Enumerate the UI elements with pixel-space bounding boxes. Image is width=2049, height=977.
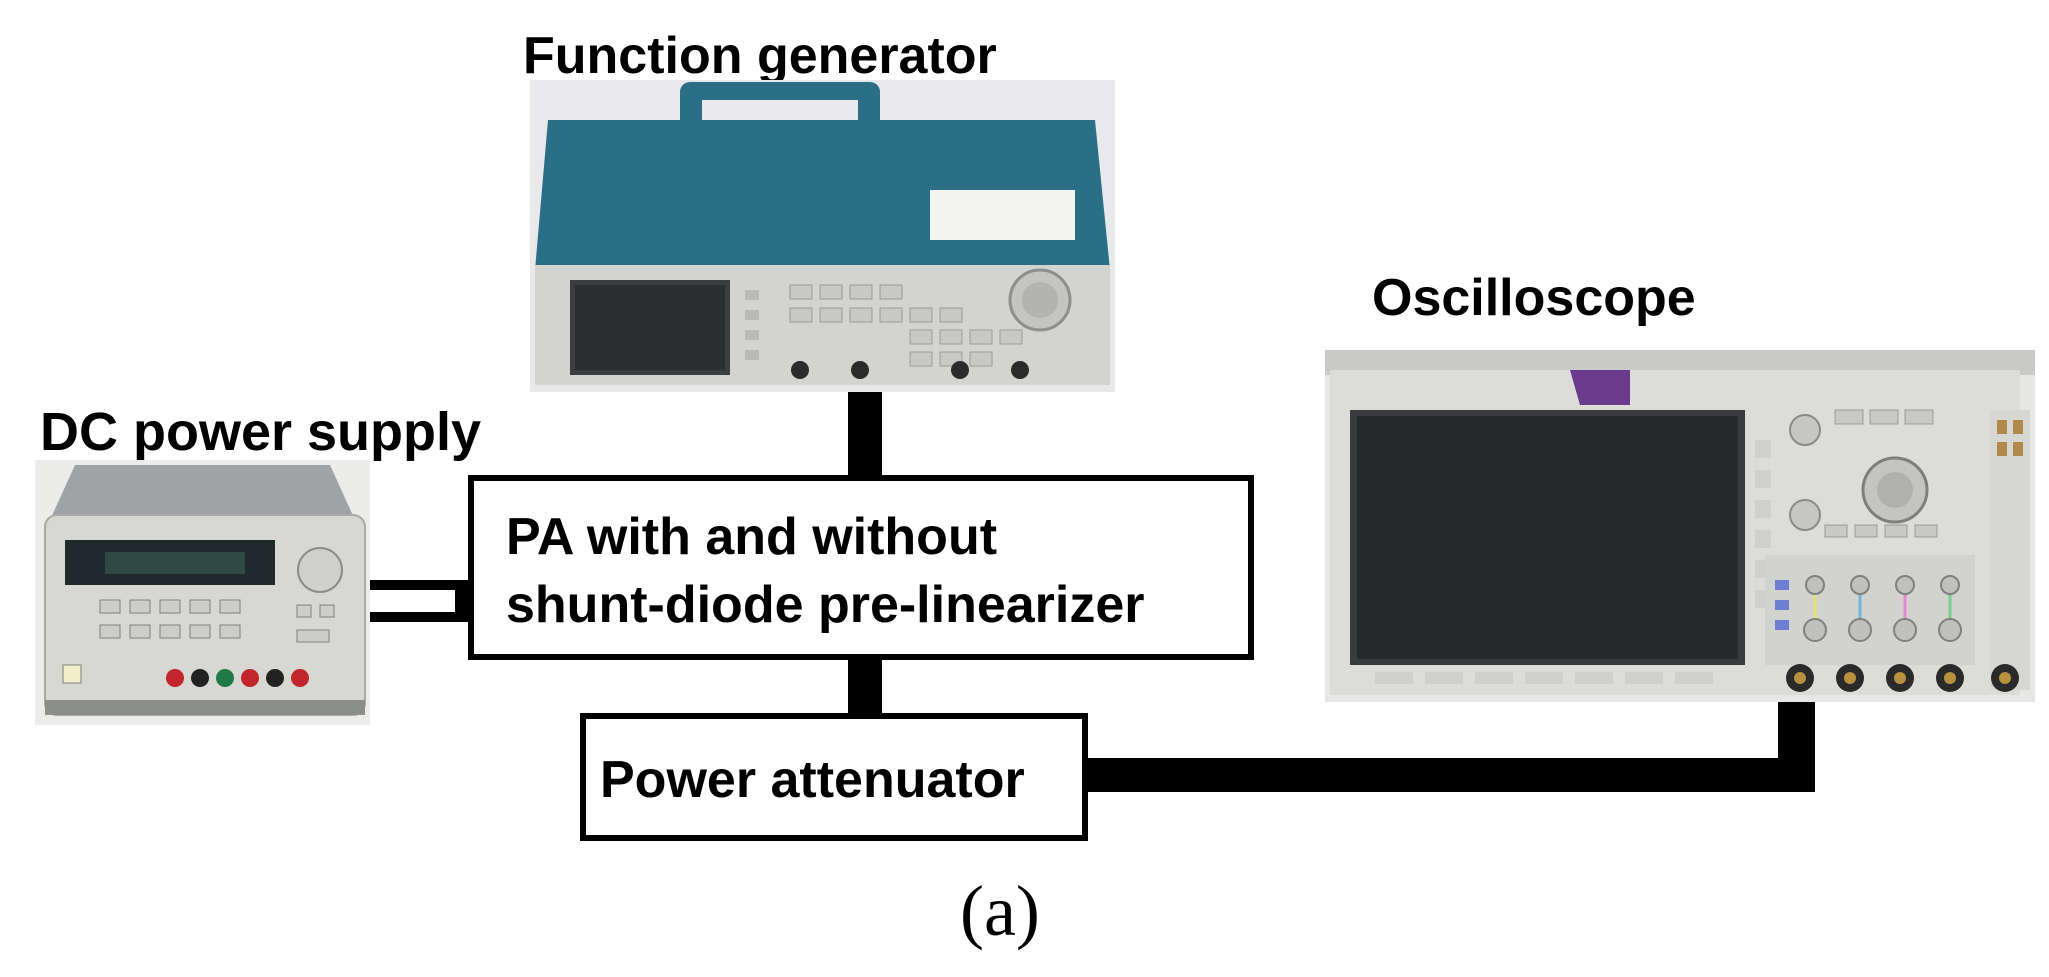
dc-cable-top-line	[365, 580, 470, 590]
dc-cable-bottom-line	[365, 612, 470, 622]
oscilloscope-photo	[1325, 350, 2035, 702]
dc-power-supply-photo	[35, 460, 370, 725]
fg-to-pa-line	[848, 380, 882, 480]
oscilloscope-label: Oscilloscope	[1372, 269, 1696, 327]
pa-box: PA with and without shunt-diode pre-line…	[468, 475, 1254, 660]
pa-to-attenuator-line	[848, 655, 882, 720]
power-attenuator-box: Power attenuator	[580, 713, 1088, 841]
power-attenuator-label: Power attenuator	[600, 751, 1025, 809]
pa-box-line2: shunt-diode pre-linearizer	[506, 576, 1145, 634]
function-generator-label: Function generator	[523, 27, 997, 85]
pa-box-line1: PA with and without	[506, 508, 998, 566]
attenuator-to-scope-vertical-line	[1778, 700, 1815, 792]
dc-power-supply-label: DC power supply	[40, 402, 482, 462]
figure-caption: (a)	[960, 871, 1040, 951]
attenuator-to-scope-horizontal-line	[1085, 758, 1815, 792]
function-generator-photo	[530, 80, 1115, 392]
